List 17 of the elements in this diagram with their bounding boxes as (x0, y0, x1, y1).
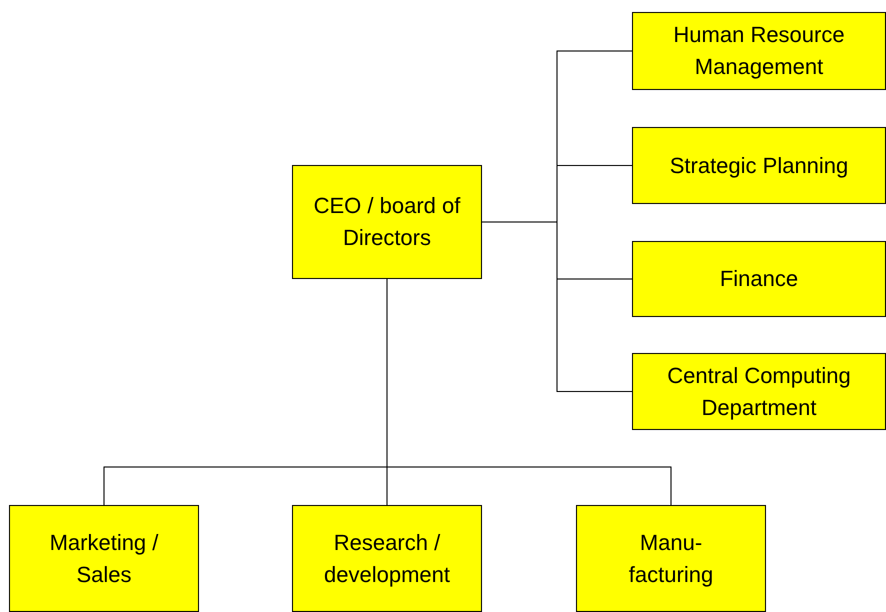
unit-name: Finance (720, 265, 798, 293)
connector-line (482, 222, 632, 392)
unit-name: Research / development (323, 528, 451, 589)
unit-name: Human Resource Management (672, 21, 846, 81)
unit-name: CEO / board of Directors (313, 192, 461, 252)
org-unit-box (632, 353, 886, 430)
org-unit-box (632, 241, 886, 317)
unit-name: Manu- facturing (628, 528, 714, 589)
org-unit-box (292, 505, 482, 612)
unit-name: Central Computing Department (666, 362, 852, 422)
org-unit-box (576, 505, 766, 612)
org-unit-box (292, 165, 482, 279)
org-unit-box (9, 505, 199, 612)
unit-name: Marketing / Sales (48, 528, 160, 588)
unit-name: Strategic Planning (670, 152, 848, 180)
org-unit-box (632, 12, 886, 90)
org-unit-box (632, 127, 886, 204)
